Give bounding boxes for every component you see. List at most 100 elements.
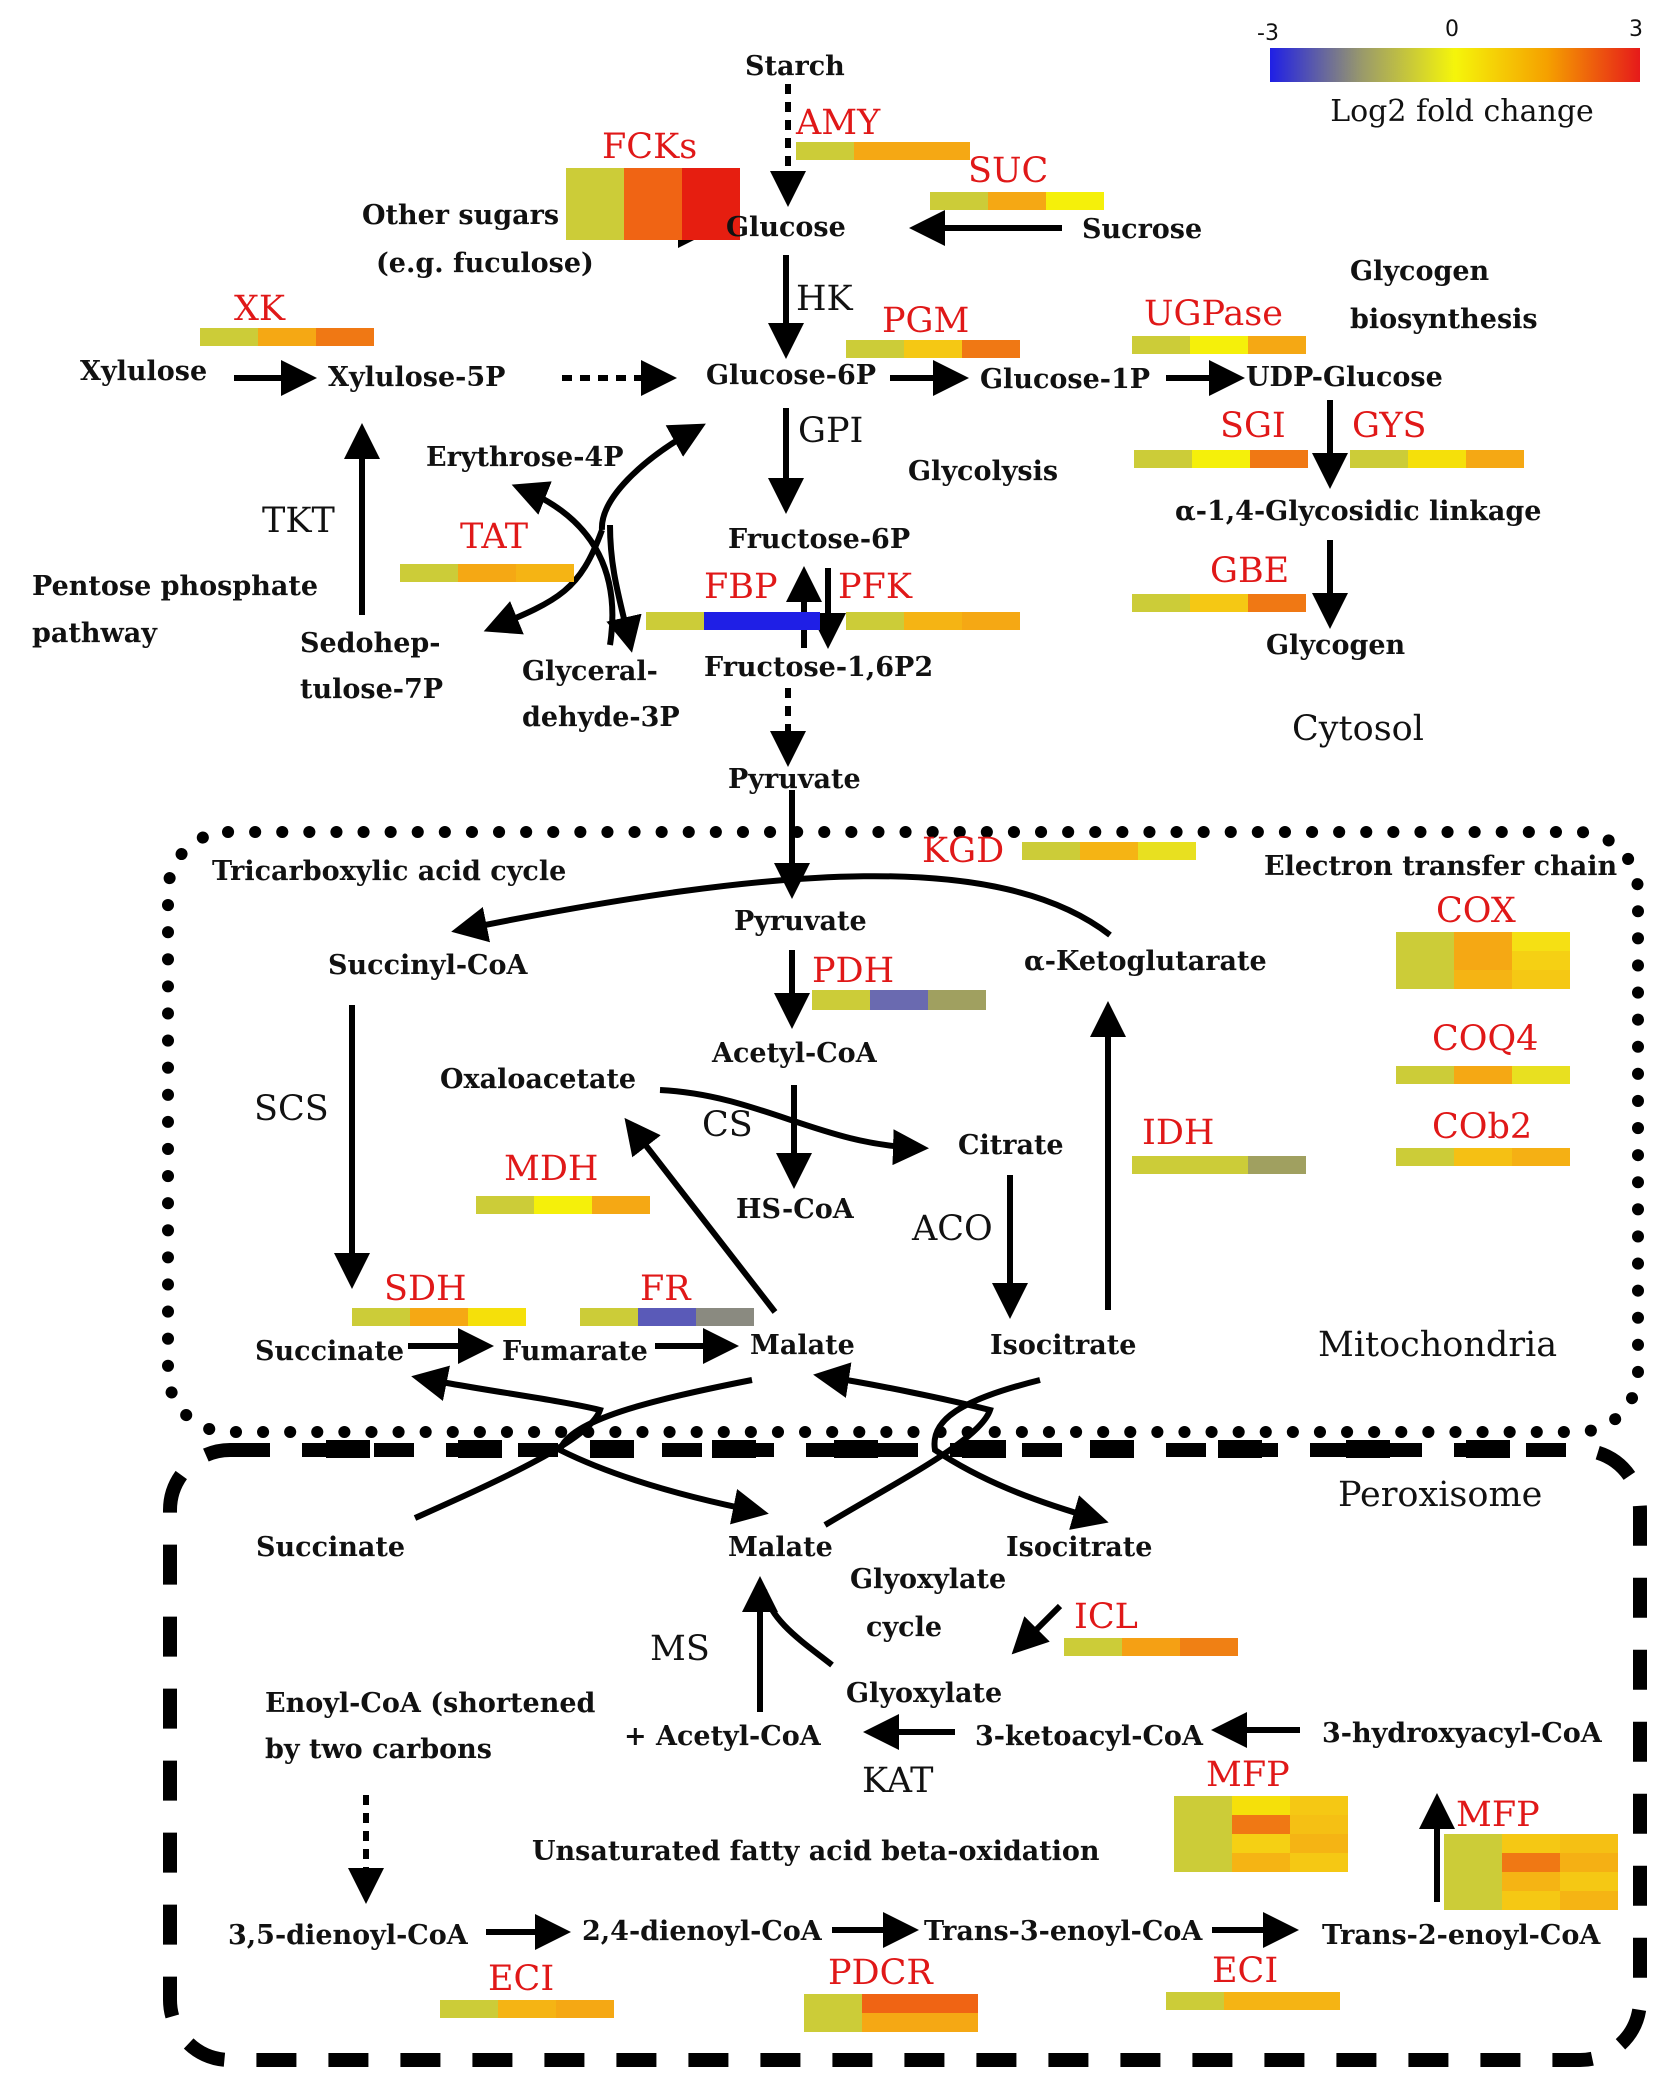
pathway-glyoxylate-1: Glyoxylate [850, 1564, 1006, 1595]
met-fumarate: Fumarate [502, 1336, 648, 1367]
enz-mfp1: MFP [1206, 1755, 1290, 1795]
pathway-glycolysis: Glycolysis [908, 456, 1058, 487]
heatmap-cell [556, 2000, 614, 2018]
met-fructose6p: Fructose-6P [728, 524, 910, 555]
arrow-tat-to-gap [606, 524, 642, 653]
heatmap-cell [1560, 1853, 1618, 1872]
heatmap-cell [1174, 1834, 1232, 1853]
heatmap-cell [1080, 842, 1138, 860]
legend-title: Log2 fold change [1330, 94, 1594, 129]
heatmap-sdh [352, 1308, 526, 1326]
enz-amy: AMY [795, 103, 881, 143]
arrow-malate-oxaloacetate [624, 1117, 778, 1314]
compartment-mitochondria: Mitochondria [1318, 1325, 1557, 1365]
heatmap-cell [1560, 1872, 1618, 1891]
pathway-glycogen-2: biosynthesis [1350, 304, 1538, 335]
heatmap-cell [1512, 970, 1570, 989]
mitochondria-border [162, 826, 1644, 1438]
enz-tat: TAT [460, 517, 528, 557]
met-erythrose4p: Erythrose-4P [426, 442, 624, 473]
peroxisome-border [163, 1443, 1647, 2067]
met-pyruvate-mito: Pyruvate [734, 906, 867, 937]
enz-fbp: FBP [704, 567, 778, 607]
met-starch: Starch [745, 51, 845, 82]
heatmap-cell [1454, 951, 1512, 970]
met-glucose6p: Glucose-6P [706, 360, 876, 391]
heatmap-cell [1232, 1815, 1290, 1834]
heatmap-cell [1454, 1066, 1512, 1084]
pathway-tca: Tricarboxylic acid cycle [212, 856, 566, 887]
heatmap-cell [1138, 842, 1196, 860]
met-udpglucose: UDP-Glucose [1246, 362, 1443, 393]
arrow-akg-succinylcoa [451, 873, 1112, 943]
heatmap-cell [638, 1308, 696, 1326]
met-gap-1: Glyceral- [522, 656, 658, 687]
arrow-shuttle-succinate [411, 1365, 604, 1521]
heatmap-tat [400, 564, 574, 582]
heatmap-cell [566, 204, 624, 240]
met-trans3: Trans-3-enoyl-CoA [924, 1916, 1203, 1947]
enz-mdh: MDH [504, 1149, 598, 1189]
heatmap-suc [930, 192, 1104, 210]
heatmap-cell [258, 328, 316, 346]
heatmap-cell [696, 1308, 754, 1326]
enz-pgm: PGM [882, 301, 969, 341]
heatmap-cell [1502, 1891, 1560, 1910]
heatmap-cell [796, 142, 854, 160]
heatmap-cell [1444, 1872, 1502, 1891]
heatmap-cell [352, 1308, 410, 1326]
heatmap-coq4 [1396, 1066, 1570, 1084]
heatmap-cell [682, 168, 740, 204]
heatmap-cell [928, 990, 986, 1010]
heatmap-cell [200, 328, 258, 346]
heatmap-cell [1132, 336, 1190, 354]
met-succinate-per: Succinate [256, 1532, 405, 1563]
heatmap-cob2 [1396, 1148, 1570, 1166]
enz-gys: GYS [1352, 406, 1426, 446]
heatmap-cell [704, 612, 762, 630]
heatmap-idh [1132, 1156, 1306, 1174]
heatmap-cell [1454, 932, 1512, 951]
heatmap-cell [1248, 336, 1306, 354]
enz-eci1: ECI [488, 1959, 554, 1999]
met-ketoacyl: 3-ketoacyl-CoA [975, 1721, 1204, 1752]
heatmap-fbp [646, 612, 820, 630]
heatmap-cell [1396, 970, 1454, 989]
met-hydroxyacyl: 3-hydroxyacyl-CoA [1322, 1718, 1603, 1749]
heatmap-sgi [1134, 450, 1308, 468]
heatmap-gys [1350, 450, 1524, 468]
heatmap-cell [646, 612, 704, 630]
heatmap-cell [1396, 1148, 1454, 1166]
heatmap-ugpase [1132, 336, 1306, 354]
heatmap-cell [1250, 450, 1308, 468]
met-malate-per: Malate [728, 1532, 833, 1563]
pathway-ppp-1: Pentose phosphate [32, 571, 318, 602]
heatmap-cell [920, 2013, 978, 2032]
compartment-cytosol: Cytosol [1292, 709, 1424, 749]
heatmap-cell [566, 168, 624, 204]
heatmap-cell [1248, 594, 1306, 612]
heatmap-cell [1046, 192, 1104, 210]
heatmap-cell [1190, 336, 1248, 354]
heatmap-cell [1232, 1796, 1290, 1815]
heatmap-cell [804, 2013, 862, 2032]
heatmap-cell [1192, 450, 1250, 468]
heatmap-cell [1180, 1638, 1238, 1656]
enz-coq4: COQ4 [1432, 1019, 1538, 1059]
heatmap-cell [624, 204, 682, 240]
enz-suc: SUC [968, 151, 1048, 191]
pathway-ppp-2: pathway [32, 618, 158, 649]
heatmap-cell [904, 340, 962, 358]
met-enoyl-2: by two carbons [265, 1734, 492, 1765]
heatmap-cell [468, 1308, 526, 1326]
met-dienoyl35: 3,5-dienoyl-CoA [228, 1920, 469, 1951]
arrow-shuttle-isocitrate [931, 1377, 1109, 1530]
heatmap-cell [1132, 594, 1190, 612]
enz-sdh: SDH [384, 1269, 467, 1309]
enz-cob2: COb2 [1432, 1107, 1532, 1147]
heatmap-cell [1454, 1148, 1512, 1166]
met-alpha14: α-1,4-Glycosidic linkage [1175, 496, 1541, 527]
heatmap-gbe [1132, 594, 1306, 612]
heatmap-cell [410, 1308, 468, 1326]
heatmap-cell [1122, 1638, 1180, 1656]
